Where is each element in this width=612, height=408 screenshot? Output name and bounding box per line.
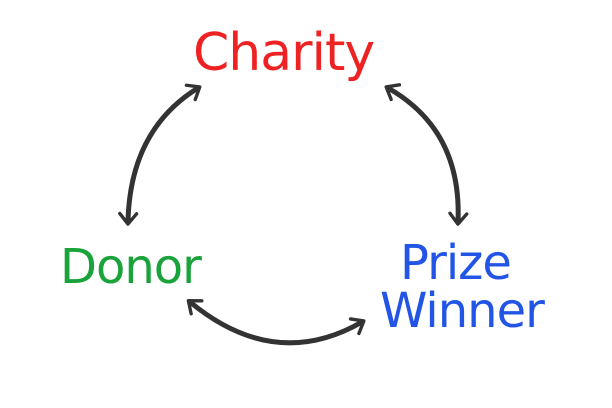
node-charity: Charity [193,23,375,83]
arrow-charity-prize-winner [384,83,469,226]
node-donor: Donor [60,239,202,295]
node-prize-winner-line1: Prize [400,235,512,291]
arrow-donor-prize-winner [186,298,366,346]
node-prize-winner-line2: Winner [380,283,545,339]
arrow-charity-donor [118,83,202,226]
